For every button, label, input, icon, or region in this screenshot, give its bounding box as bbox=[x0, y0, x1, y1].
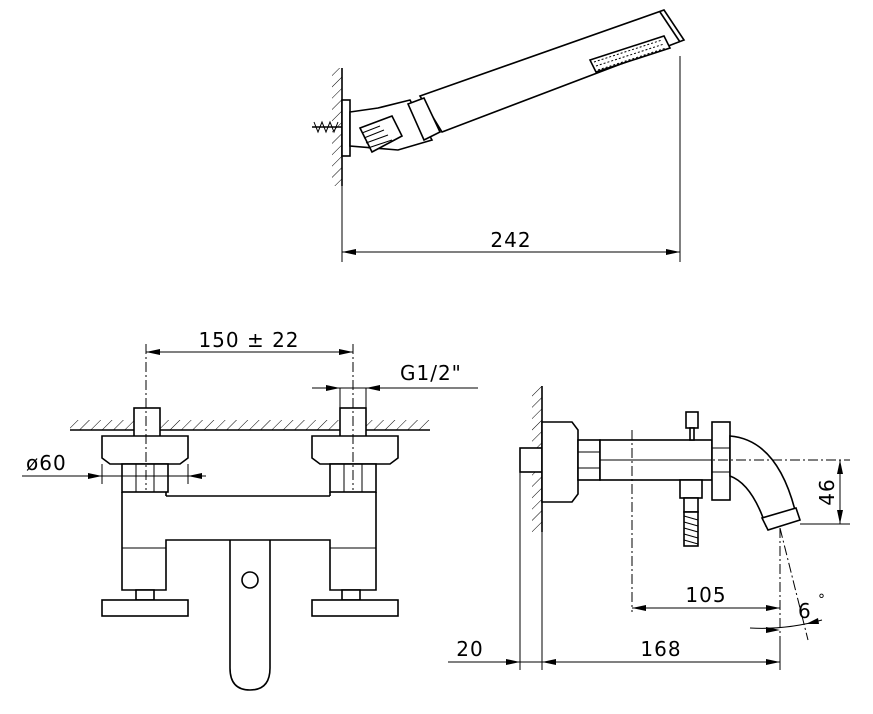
supply-pipe bbox=[519, 447, 543, 473]
dim-label-angle: 6 bbox=[798, 599, 812, 623]
wall-plate bbox=[341, 99, 351, 157]
dim-label-150: 150 ± 22 bbox=[198, 328, 299, 352]
left-handle bbox=[101, 589, 189, 617]
dim-150: 150 ± 22 bbox=[146, 328, 353, 355]
right-handle bbox=[311, 589, 399, 617]
mixer-front-view: 150 ± 22 G1/2" ø60 bbox=[22, 328, 478, 691]
dim-105: 105 bbox=[632, 583, 780, 611]
dim-label-thread: G1/2" bbox=[400, 361, 462, 385]
dim-label-angle-unit: ° bbox=[818, 592, 826, 608]
side-flange bbox=[541, 421, 579, 503]
dim-168: 168 20 bbox=[448, 472, 781, 670]
ceiling-hatch bbox=[70, 420, 430, 430]
dim-label-242: 242 bbox=[490, 228, 531, 252]
dim-thread: G1/2" bbox=[312, 361, 478, 408]
wall-screw bbox=[312, 120, 342, 134]
diverter-knob bbox=[685, 411, 699, 429]
mixer-side-view: 46 105 6 ° 168 20 bbox=[448, 386, 850, 670]
dim-label-105: 105 bbox=[685, 583, 726, 607]
mixer-body bbox=[121, 492, 377, 691]
left-connector bbox=[101, 407, 189, 493]
spout-ring bbox=[711, 421, 731, 501]
dim-label-diameter: ø60 bbox=[26, 451, 67, 475]
side-nut bbox=[577, 439, 601, 481]
dim-label-20: 20 bbox=[456, 637, 483, 661]
handshower-view: 242 bbox=[312, 9, 686, 262]
dim-label-168: 168 bbox=[640, 637, 681, 661]
dim-angle: 6 ° bbox=[749, 592, 826, 633]
dim-diameter: ø60 bbox=[22, 451, 206, 484]
handshower bbox=[406, 9, 686, 142]
dim-label-46: 46 bbox=[815, 478, 839, 505]
spout-outlet bbox=[241, 571, 259, 589]
dim-46: 46 bbox=[800, 460, 850, 525]
spout-tip bbox=[760, 507, 802, 531]
hose-nut bbox=[679, 479, 703, 499]
dim-242: 242 bbox=[341, 56, 681, 262]
